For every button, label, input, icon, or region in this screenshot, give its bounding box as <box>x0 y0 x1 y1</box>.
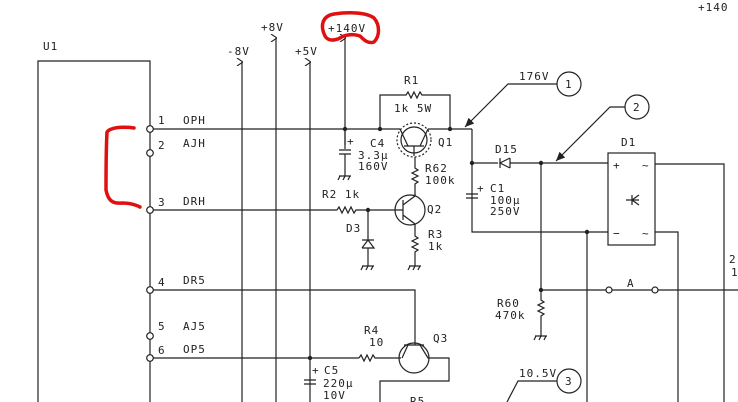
d1-label: D1 <box>621 136 636 149</box>
r62-value: 100k <box>425 174 456 187</box>
q3-stage: R4 10 Q3 + C5 220µ 10V R5 <box>153 289 450 402</box>
r2-label: R2 1k <box>322 188 360 201</box>
pin-name: AJ5 <box>183 320 206 333</box>
pin-name: AJH <box>183 137 206 150</box>
r4-label: R4 <box>364 324 379 337</box>
svg-text:3: 3 <box>565 375 573 388</box>
c5-label: C5 <box>324 364 339 377</box>
svg-text:2: 2 <box>633 101 641 114</box>
r62-label: R62 <box>425 162 448 175</box>
c5-voltage: 10V <box>323 389 346 402</box>
q3-label: Q3 <box>433 332 448 345</box>
r3-label: R3 <box>428 228 443 241</box>
svg-text:+: + <box>477 182 485 195</box>
r3-value: 1k <box>428 240 443 253</box>
q3-transistor <box>398 342 430 374</box>
jumper-a-terminal <box>651 286 659 294</box>
svg-text:−: − <box>613 227 621 240</box>
c4-voltage: 160V <box>358 160 389 173</box>
pin-name: OP5 <box>183 343 206 356</box>
pin-3-terminal <box>146 206 154 214</box>
r1-value: 1k 5W <box>394 102 432 115</box>
pin-6-terminal <box>146 354 154 362</box>
r5-label: R5 <box>410 395 425 402</box>
test-point-1-voltage: 176V <box>519 70 550 83</box>
test-points: 1 176V 2 3 10.5V <box>464 70 650 402</box>
r1-resistor <box>379 90 451 129</box>
pin-number: 6 <box>158 344 166 357</box>
ground-icon <box>337 175 351 181</box>
pin-number: 1 <box>158 114 166 127</box>
r60-resistor <box>536 163 546 336</box>
rail-neg8v-label: -8V <box>227 45 250 58</box>
d15-diode <box>472 157 608 169</box>
jumper-a-terminal <box>605 286 613 294</box>
ground-icon <box>360 265 374 271</box>
pin-number: 3 <box>158 196 166 209</box>
r60-label: R60 <box>497 297 520 310</box>
svg-text:+: + <box>613 159 621 172</box>
pin-2-terminal <box>146 149 154 157</box>
pin-number: 5 <box>158 320 166 333</box>
q1-stage: R1 1k 5W Q1 + C4 3.3µ 160V R62 100k <box>153 74 472 196</box>
pin-number: 2 <box>158 139 166 152</box>
pin-1-terminal <box>146 125 154 133</box>
c4-label: C4 <box>370 137 385 150</box>
u1-block: U1 <box>37 40 151 402</box>
r4-value: 10 <box>369 336 384 349</box>
pin-name: OPH <box>183 114 206 127</box>
q2-transistor <box>394 194 426 226</box>
d1-bridge-rectifier <box>607 152 656 246</box>
red-circle-annotation <box>320 11 381 45</box>
c5-capacitor <box>304 379 316 385</box>
svg-text:1: 1 <box>565 78 573 91</box>
svg-text:~: ~ <box>642 159 650 172</box>
q1-label: Q1 <box>438 136 453 149</box>
d3-label: D3 <box>346 222 361 235</box>
edge-label: 1 <box>731 266 738 279</box>
r4-resistor <box>358 353 401 363</box>
rectifier-section: D15 + C1 100µ 250V D1 + ~ − ~ R60 470k A… <box>466 129 738 402</box>
r62-resistor <box>410 157 420 196</box>
r3-resistor <box>410 226 420 266</box>
test-point-3-voltage: 10.5V <box>519 367 557 380</box>
c4-value: 3.3µ <box>358 149 389 162</box>
r1-label: R1 <box>404 74 419 87</box>
u1-pins: 1 OPH 2 AJH 3 DRH 4 DR5 5 AJ5 6 OP5 <box>146 114 206 362</box>
pin-name: DR5 <box>183 274 206 287</box>
rail-pos140v-label: +140V <box>328 22 366 35</box>
red-bracket-annotation <box>104 125 142 209</box>
supply-rails: -8V +8V +5V +140V +140 <box>227 1 729 402</box>
d3-diode <box>361 210 376 266</box>
svg-text:~: ~ <box>642 227 650 240</box>
ground-icon <box>407 265 421 271</box>
svg-text:+: + <box>347 135 355 148</box>
q2-stage: R2 1k Q2 D3 R3 1k <box>153 188 443 271</box>
c1-voltage: 250V <box>490 205 521 218</box>
c5-value: 220µ <box>323 377 354 390</box>
u1-label: U1 <box>43 40 58 53</box>
c4-capacitor <box>339 129 351 176</box>
r2-resistor <box>336 205 403 215</box>
ground-icon <box>533 335 547 341</box>
pin-name: DRH <box>183 195 206 208</box>
rail-pos8v-label: +8V <box>261 21 284 34</box>
pin-5-terminal <box>146 332 154 340</box>
d15-label: D15 <box>495 143 518 156</box>
pin-number: 4 <box>158 276 166 289</box>
rail-pos140v-partial-label: +140 <box>698 1 729 14</box>
c1-label: C1 <box>490 182 505 195</box>
svg-text:+: + <box>312 364 320 377</box>
pin-4-terminal <box>146 286 154 294</box>
rail-pos5v-label: +5V <box>295 45 318 58</box>
edge-label: 2 <box>729 253 737 266</box>
r60-value: 470k <box>495 309 526 322</box>
q2-label: Q2 <box>427 203 442 216</box>
diode-icon <box>626 194 640 206</box>
c1-value: 100µ <box>490 194 521 207</box>
c1-capacitor <box>466 193 478 199</box>
jumper-a-label: A <box>627 277 635 290</box>
